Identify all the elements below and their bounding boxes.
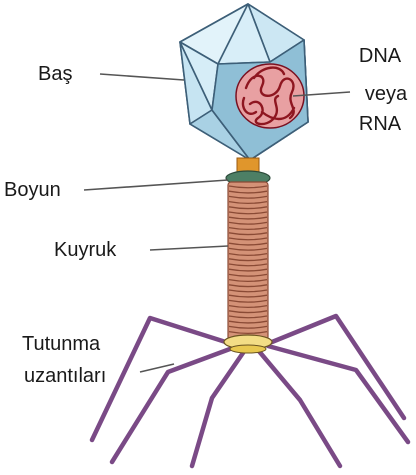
- base-plate: [224, 335, 272, 353]
- label-genome-line2: veya: [365, 83, 408, 105]
- leader-tail: [150, 246, 228, 250]
- label-tail: Kuyruk: [54, 239, 117, 261]
- leader-head: [100, 74, 184, 80]
- leader-neck: [84, 180, 228, 190]
- neck: [226, 158, 270, 185]
- label-fibers-line2: uzantıları: [24, 365, 106, 387]
- tail-sheath: [228, 182, 268, 340]
- label-neck: Boyun: [4, 179, 61, 201]
- label-head: Baş: [38, 63, 72, 85]
- tail-fiber: [192, 350, 245, 466]
- tail-fiber: [258, 350, 340, 466]
- label-genome-line3: RNA: [359, 113, 402, 135]
- label-fibers-line1: Tutunma: [22, 333, 101, 355]
- base-plate-lower: [230, 345, 266, 353]
- label-genome-line1: DNA: [359, 45, 402, 67]
